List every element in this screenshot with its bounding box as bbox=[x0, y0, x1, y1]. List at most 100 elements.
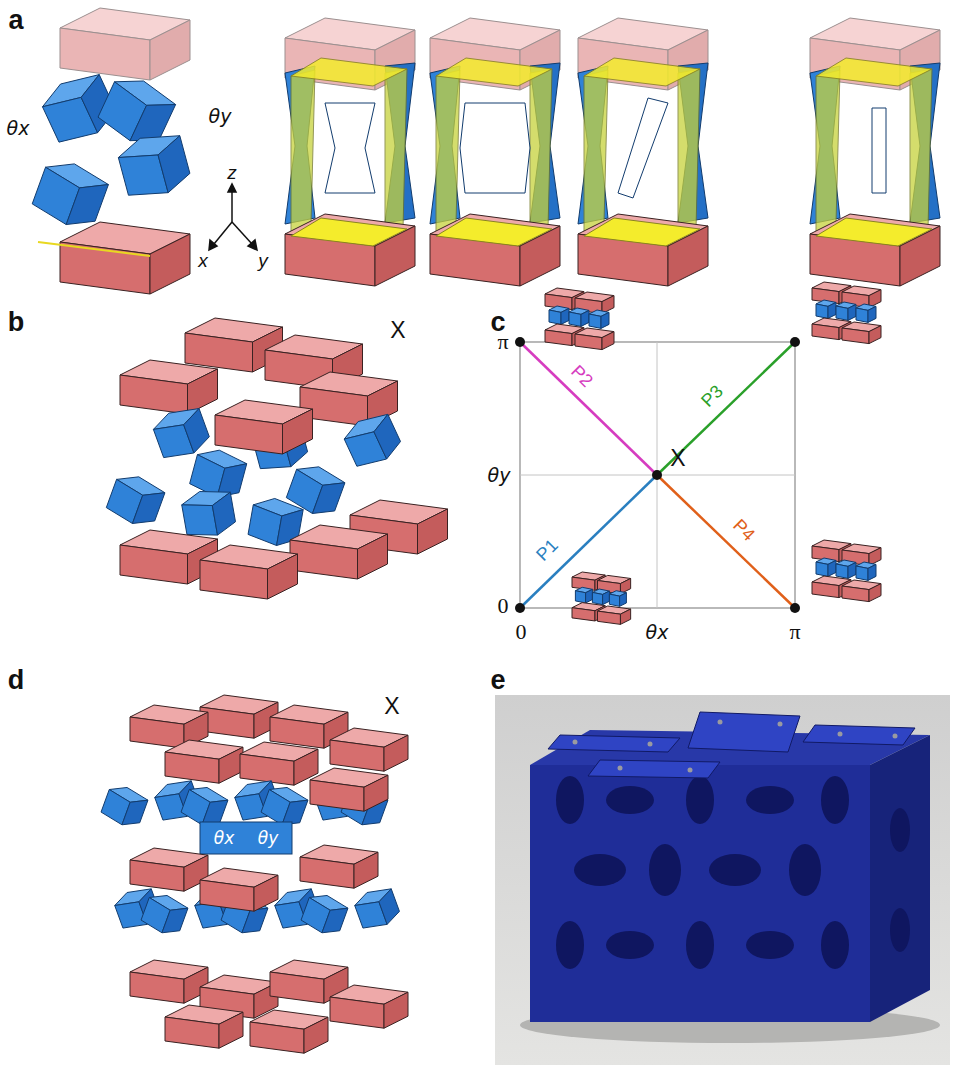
panel-letter: a bbox=[8, 7, 23, 34]
hole bbox=[686, 776, 714, 824]
state-icon bbox=[812, 540, 881, 602]
axis-label: z bbox=[227, 163, 237, 182]
pink-block bbox=[250, 1010, 328, 1053]
state-label: X bbox=[390, 319, 405, 342]
pink-block bbox=[200, 868, 278, 911]
screw bbox=[688, 768, 693, 773]
configuration-space-plot bbox=[515, 282, 881, 624]
x-axis bbox=[214, 222, 232, 244]
block-side bbox=[870, 735, 930, 1022]
hole bbox=[746, 786, 794, 814]
pink-block bbox=[310, 768, 388, 811]
panel-letter: d bbox=[8, 667, 25, 694]
path-p2 bbox=[520, 342, 657, 475]
lattice-illustration bbox=[104, 318, 447, 599]
configuration-sequence bbox=[285, 18, 940, 286]
hole bbox=[746, 931, 794, 959]
tick-label: π bbox=[789, 621, 800, 643]
hole bbox=[649, 844, 681, 896]
state-dot bbox=[515, 337, 525, 347]
top-block bbox=[60, 8, 190, 80]
configuration-frame bbox=[810, 18, 940, 286]
blue-cube bbox=[340, 409, 405, 472]
hole bbox=[606, 786, 654, 814]
path-label: P1 bbox=[533, 536, 561, 564]
hole bbox=[556, 776, 584, 824]
opening bbox=[618, 98, 668, 198]
state-dot bbox=[790, 603, 800, 613]
blue-cube bbox=[139, 890, 189, 938]
angle-label: θx bbox=[214, 830, 234, 847]
axis-title: θy bbox=[488, 466, 511, 485]
hole bbox=[606, 931, 654, 959]
opening bbox=[325, 103, 375, 193]
opening bbox=[460, 103, 530, 193]
hole bbox=[890, 808, 910, 852]
hole bbox=[686, 921, 714, 969]
pink-block bbox=[165, 1005, 243, 1048]
configuration-frame bbox=[430, 18, 560, 286]
angle-label: θy bbox=[258, 830, 278, 847]
hinge-line bbox=[38, 242, 150, 256]
tick-label: 0 bbox=[516, 621, 527, 643]
top-bar bbox=[688, 712, 800, 752]
axis-title: θx bbox=[646, 623, 669, 642]
photo-background bbox=[495, 695, 950, 1065]
blue-cube bbox=[99, 782, 149, 830]
tick-label: π bbox=[497, 331, 508, 353]
pink-block bbox=[200, 695, 278, 738]
screw bbox=[718, 720, 723, 725]
bottom-block bbox=[60, 222, 190, 294]
path-label: P4 bbox=[730, 516, 758, 544]
path-label: P3 bbox=[698, 382, 726, 410]
pink-block bbox=[120, 360, 218, 414]
axis-label: y bbox=[258, 251, 268, 270]
pink-block bbox=[300, 845, 378, 888]
blue-cube bbox=[104, 470, 167, 530]
top-bar bbox=[588, 760, 720, 778]
state-icon bbox=[572, 572, 631, 624]
angle-label: θx bbox=[7, 119, 30, 138]
unit-cell-illustration bbox=[30, 8, 194, 294]
lattice-holes bbox=[556, 776, 910, 969]
screw bbox=[648, 742, 653, 747]
prototype-photo bbox=[495, 695, 950, 1065]
state-label: X bbox=[384, 695, 399, 718]
hole bbox=[574, 854, 626, 886]
blue-cube bbox=[352, 884, 402, 932]
state-dot bbox=[790, 337, 800, 347]
screw bbox=[573, 740, 578, 745]
screw bbox=[893, 734, 898, 739]
block-front bbox=[530, 765, 870, 1022]
arrow-head bbox=[209, 240, 217, 250]
hole bbox=[821, 921, 849, 969]
pink-block bbox=[165, 740, 243, 783]
panel-letter: e bbox=[490, 667, 505, 694]
y-axis bbox=[232, 222, 252, 244]
pink-block bbox=[330, 728, 408, 771]
state-dot bbox=[515, 603, 525, 613]
state-dot bbox=[652, 470, 662, 480]
large-lattice-illustration bbox=[99, 695, 408, 1053]
pink-block bbox=[215, 400, 313, 454]
plot-frame bbox=[520, 342, 795, 608]
axis-triad bbox=[209, 184, 257, 250]
blue-cube bbox=[180, 486, 237, 540]
state-label: X bbox=[670, 447, 685, 470]
pink-block bbox=[290, 525, 388, 579]
z-axis bbox=[231, 190, 233, 222]
state-icon bbox=[812, 282, 881, 344]
rotating-cube bbox=[115, 128, 193, 203]
rotating-cube bbox=[30, 155, 112, 233]
pink-block bbox=[130, 848, 208, 891]
hole bbox=[556, 921, 584, 969]
top-bar bbox=[803, 725, 915, 745]
cube-face bbox=[200, 822, 292, 854]
arrow-head bbox=[248, 240, 257, 250]
angle-label: θy bbox=[209, 107, 232, 126]
axis-label: x bbox=[198, 251, 208, 270]
pink-block bbox=[200, 545, 298, 599]
pink-block bbox=[330, 985, 408, 1028]
